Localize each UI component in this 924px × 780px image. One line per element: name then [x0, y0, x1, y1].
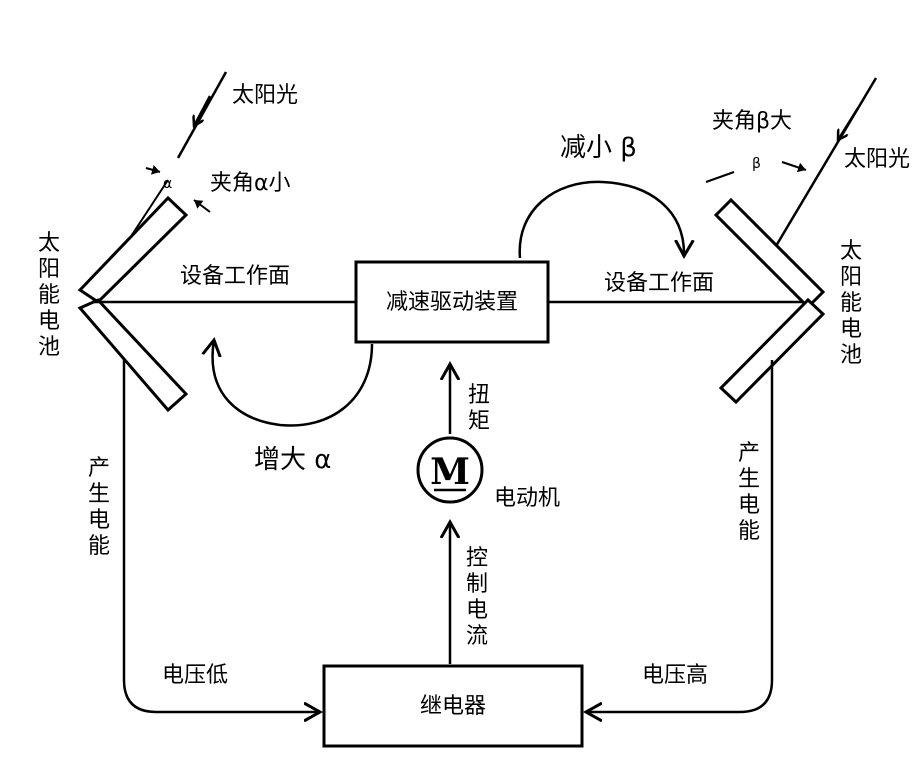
left-angle-symbol: α — [163, 176, 172, 192]
right-sunlight-ray — [774, 77, 878, 247]
right-angle-marker — [705, 161, 807, 183]
decrease-beta-arrow — [518, 180, 684, 258]
right-work-surface-label: 设备工作面 — [604, 271, 714, 296]
reducer-box — [354, 260, 550, 344]
relay-label: 继电器 — [420, 694, 486, 719]
right-angle-note: 夹角β大 — [712, 109, 792, 134]
right-solar-cell-label: 太 阳 能 电 池 — [840, 239, 869, 368]
right-generate-label: 产 生 电 能 — [738, 441, 767, 544]
increase-alpha-label: 增大 α — [254, 445, 331, 475]
left-angle-note: 夹角α小 — [210, 171, 291, 196]
left-voltage-line — [122, 360, 320, 712]
motor-symbol-letter: M — [430, 451, 470, 493]
relay-box — [322, 664, 584, 748]
left-work-surface-label: 设备工作面 — [180, 264, 290, 289]
right-angle-symbol: β — [752, 156, 761, 172]
control-current-label: 控 制 电 流 — [466, 546, 495, 649]
increase-alpha-arrow — [213, 340, 374, 427]
decrease-beta-label: 减小 β — [560, 133, 637, 163]
torque-label: 扭 矩 — [468, 383, 497, 434]
motor-symbol — [416, 436, 484, 504]
left-sunlight-ray — [176, 71, 228, 159]
right-sunlight-label: 太阳光 — [844, 147, 910, 172]
left-voltage-label: 电压低 — [162, 663, 228, 688]
left-solar-cell-label: 太 阳 能 电 池 — [38, 231, 67, 360]
right-solar-panel — [713, 197, 826, 405]
left-solar-panel — [77, 195, 189, 413]
right-voltage-label: 电压高 — [642, 663, 708, 688]
reducer-label: 减速驱动装置 — [386, 290, 518, 315]
left-generate-label: 产 生 电 能 — [88, 456, 117, 559]
left-sunlight-label: 太阳光 — [232, 83, 298, 108]
right-voltage-line — [586, 360, 774, 712]
motor-label: 电动机 — [494, 486, 560, 511]
